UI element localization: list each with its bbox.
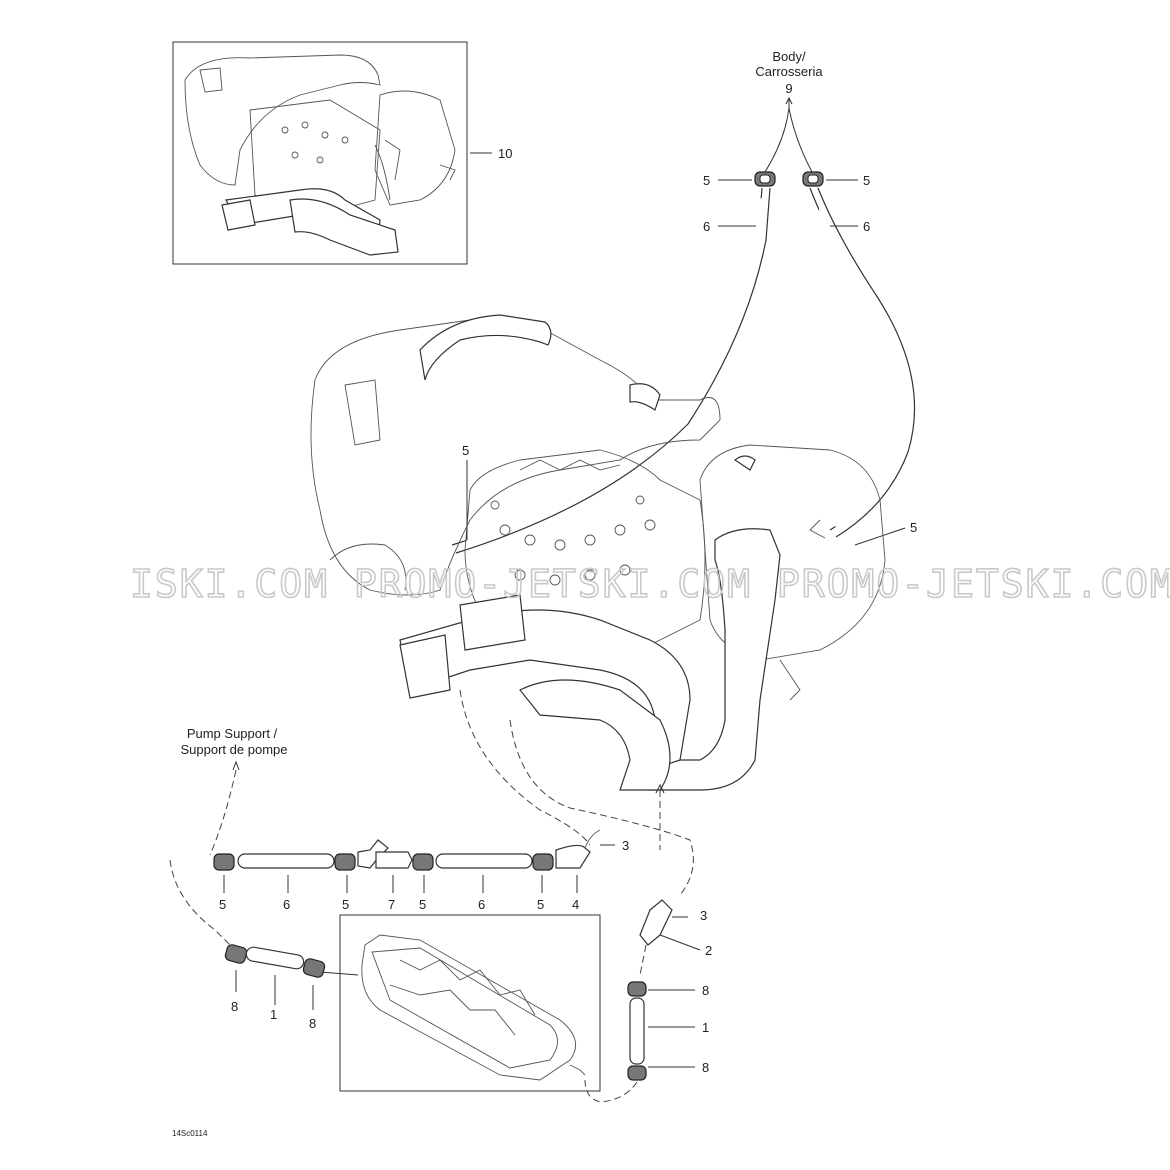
callout-r-8a: 8	[702, 983, 709, 998]
callout-b-7: 7	[388, 897, 395, 912]
callout-6-top-left: 6	[703, 219, 710, 234]
callout-10: 10	[498, 146, 512, 161]
callout-b-5b: 5	[342, 897, 349, 912]
pump-support-line2: Support de pompe	[181, 742, 288, 757]
callout-6-top-right: 6	[863, 219, 870, 234]
callout-b-6a: 6	[283, 897, 290, 912]
left-hose-group	[224, 944, 326, 978]
inset-engine-view	[172, 41, 492, 265]
body-label-line1: Body/	[772, 49, 806, 64]
clamp-top-right	[802, 171, 824, 187]
callout-b-5d: 5	[537, 897, 544, 912]
right-hose-group	[584, 899, 673, 1103]
callout-9: 9	[785, 81, 792, 96]
main-engine-assembly	[310, 314, 906, 791]
callout-r-8b: 8	[702, 1060, 709, 1075]
callout-l-8a: 8	[231, 999, 238, 1014]
watermark: ISKI.COM PROMO-JETSKI.COM PROMO-JETSKI.C…	[130, 562, 1170, 606]
callout-3-upper: 3	[622, 838, 629, 853]
callout-3-lower: 3	[700, 908, 707, 923]
pump-support-box	[319, 914, 601, 1092]
callout-r-1: 1	[702, 1020, 709, 1035]
body-label-line2: Carrosseria	[755, 64, 823, 79]
callout-5-top-right: 5	[863, 173, 870, 188]
callout-b-6b: 6	[478, 897, 485, 912]
callout-5-engine-right: 5	[910, 520, 917, 535]
callout-5-engine-left: 5	[462, 443, 469, 458]
bottom-hose-row	[213, 829, 601, 871]
callout-b-5c: 5	[419, 897, 426, 912]
callout-l-1: 1	[270, 1007, 277, 1022]
callout-b-4: 4	[572, 897, 579, 912]
callout-5-top-left: 5	[703, 173, 710, 188]
clamp-top-left	[754, 171, 776, 187]
pump-support-line1: Pump Support /	[187, 726, 278, 741]
callout-2: 2	[705, 943, 712, 958]
callout-l-8b: 8	[309, 1016, 316, 1031]
callout-b-5a: 5	[219, 897, 226, 912]
reference-code: 14Sc0114	[172, 1129, 208, 1138]
